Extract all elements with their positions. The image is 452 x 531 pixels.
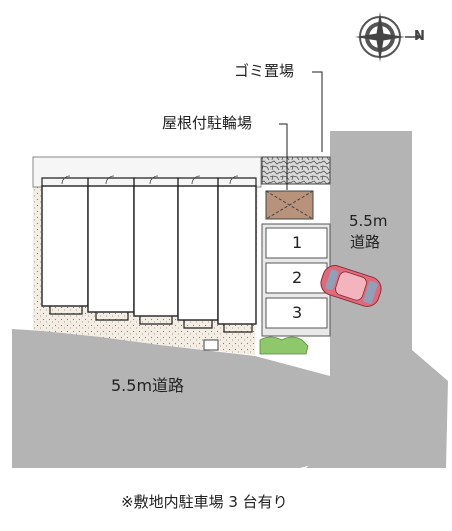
bike-leader	[279, 123, 288, 190]
site-top-strip	[32, 156, 262, 188]
parking-spot-3: 3	[292, 303, 303, 322]
south-road-label: 5.5m道路	[111, 376, 185, 395]
garbage-area	[261, 156, 331, 185]
east-road-width: 5.5m	[349, 212, 388, 230]
garbage-leader	[312, 71, 323, 152]
building	[41, 185, 257, 325]
parking-spot-1: 1	[292, 233, 303, 252]
garbage-label: ゴミ置場	[234, 62, 295, 80]
bike-label: 屋根付駐輪場	[162, 114, 253, 132]
compass-north-label: N	[414, 29, 425, 44]
parking-lot	[261, 223, 331, 337]
compass-icon	[355, 12, 422, 62]
south-road	[12, 329, 330, 468]
east-road-name: 道路	[350, 233, 381, 251]
parking-spot-2: 2	[292, 268, 303, 287]
greenery	[259, 336, 309, 355]
car	[320, 265, 382, 307]
footnote: ※敷地内駐車場 3 台有り	[121, 493, 288, 511]
